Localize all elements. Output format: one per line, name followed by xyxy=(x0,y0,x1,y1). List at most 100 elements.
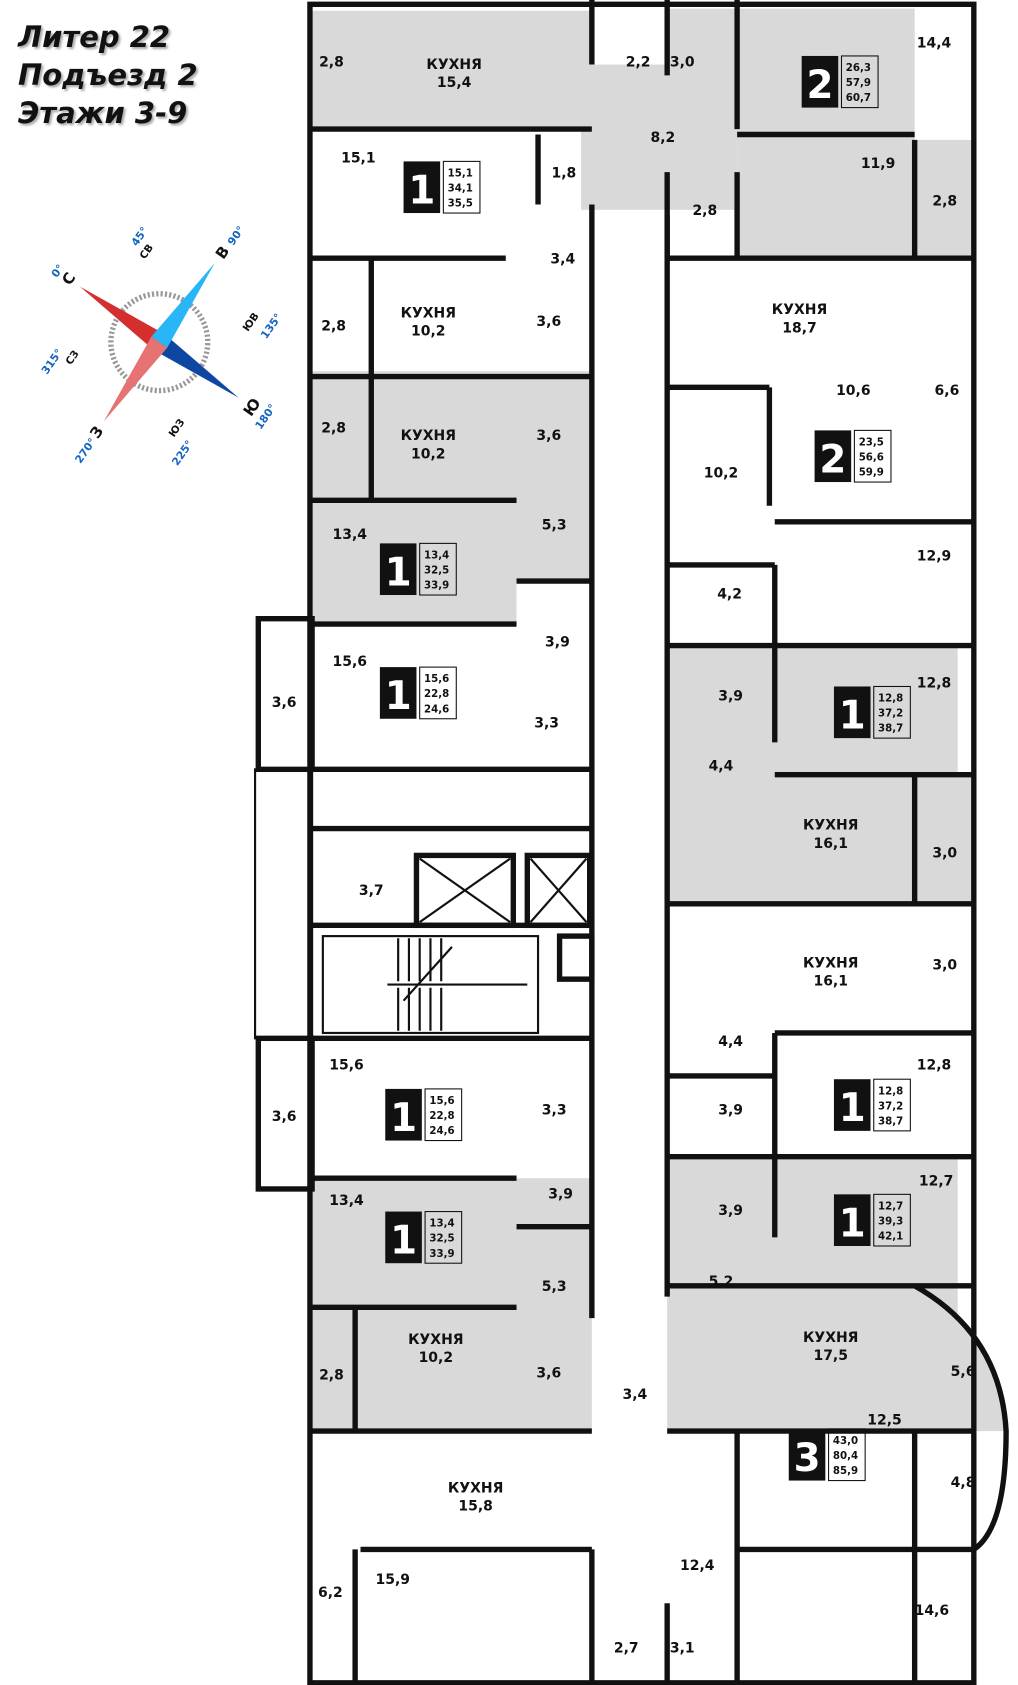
total-area-with-balcony: 38,7 xyxy=(878,724,903,735)
room-count-box xyxy=(833,686,871,739)
room-count: 1 xyxy=(839,1201,866,1246)
room-name: КУХНЯ xyxy=(408,1332,463,1348)
room-area: 3,9 xyxy=(718,688,743,704)
room-area: 4,4 xyxy=(709,758,734,774)
compass-deg-315: 315° xyxy=(39,347,66,377)
room-area: 2,8 xyxy=(319,1367,344,1383)
apartment-badge: 1 15,6 22,8 24,6 xyxy=(385,1088,463,1142)
room-area: 15,4 xyxy=(437,75,472,91)
room-count-box xyxy=(379,667,417,719)
compass-needle-south xyxy=(153,334,239,398)
area-box xyxy=(840,55,879,109)
room-area: 17,5 xyxy=(813,1348,847,1364)
room-area: 6,2 xyxy=(318,1585,343,1601)
room-area: 3,9 xyxy=(718,1203,743,1219)
area-box xyxy=(419,666,457,720)
apartment-badge: 1 13,4 32,5 33,9 xyxy=(379,542,457,596)
total-area: 56,6 xyxy=(859,453,884,464)
building-label: Литер 22 xyxy=(18,20,171,54)
area-box xyxy=(424,1088,463,1142)
room-area: 3,6 xyxy=(272,695,297,711)
apartment-badges: 2 26,3 57,9 60,7 1 15,1 34,1 35,5 2 23,5… xyxy=(379,55,911,1482)
room-name: КУХНЯ xyxy=(803,955,858,971)
room-area: 3,0 xyxy=(932,846,957,862)
room-area: 3,4 xyxy=(623,1387,648,1403)
room-area: 15,8 xyxy=(458,1499,492,1515)
total-area: 32,5 xyxy=(424,566,449,577)
room-area: 4,8 xyxy=(951,1475,976,1491)
area-box xyxy=(424,1211,463,1264)
apartment-badge: 1 12,7 39,3 42,1 xyxy=(833,1193,911,1247)
room-area: 16,1 xyxy=(813,836,847,852)
total-area: 57,9 xyxy=(846,78,871,89)
room-name: КУХНЯ xyxy=(803,1330,858,1346)
room-area: 3,3 xyxy=(534,715,559,731)
apartment-badge: 2 26,3 57,9 60,7 xyxy=(801,55,879,109)
room-area: 2,8 xyxy=(692,203,717,219)
room-count-box xyxy=(788,1428,826,1481)
room-area: 12,8 xyxy=(917,676,951,692)
room-count-box xyxy=(385,1088,422,1141)
room-count: 1 xyxy=(839,1086,866,1131)
apartment-badge: 1 15,6 22,8 24,6 xyxy=(379,666,457,720)
room-area: 11,9 xyxy=(861,156,895,172)
room-area: 2,8 xyxy=(319,55,344,71)
room-area: 3,0 xyxy=(670,55,695,71)
room-area: 12,5 xyxy=(867,1413,901,1429)
room-area: 10,2 xyxy=(704,466,738,482)
living-area: 12,8 xyxy=(878,694,903,705)
apartment-badge: 3 43,0 80,4 85,9 xyxy=(788,1428,866,1482)
room-area: 13,4 xyxy=(333,527,368,543)
room-area: 18,7 xyxy=(782,320,816,336)
apartment-badge: 1 12,8 37,2 38,7 xyxy=(833,1078,911,1132)
compass-deg-135: 135° xyxy=(258,311,285,341)
living-area: 15,1 xyxy=(448,168,473,179)
room-area: 3,7 xyxy=(359,883,384,899)
room-area: 10,2 xyxy=(411,446,445,462)
room-area: 2,8 xyxy=(321,318,346,334)
room-area: 10,2 xyxy=(419,1350,453,1366)
room-count: 3 xyxy=(794,1436,821,1481)
room-count: 2 xyxy=(819,437,846,482)
room-name: КУХНЯ xyxy=(772,302,827,318)
total-area: 80,4 xyxy=(833,1451,858,1462)
room-area: 3,9 xyxy=(718,1103,743,1119)
compass-deg-225: 225° xyxy=(169,438,196,468)
room-count-box xyxy=(385,1211,422,1264)
total-area: 32,5 xyxy=(429,1234,454,1245)
living-area: 13,4 xyxy=(429,1219,454,1230)
room-area: 3,9 xyxy=(548,1187,573,1203)
living-area: 15,6 xyxy=(424,674,449,685)
room-area: 12,9 xyxy=(917,549,951,565)
room-count: 1 xyxy=(385,674,412,719)
total-area-with-balcony: 42,1 xyxy=(878,1232,903,1243)
area-box xyxy=(442,160,481,214)
total-area-with-balcony: 60,7 xyxy=(846,93,871,104)
room-count: 1 xyxy=(839,693,866,738)
compass-label-e: В xyxy=(212,243,233,263)
apartment-badge: 1 15,1 34,1 35,5 xyxy=(403,160,481,214)
room-area: 3,9 xyxy=(545,635,570,651)
gray-rooms xyxy=(312,8,1007,1432)
staircase xyxy=(321,933,595,1035)
plan-title: Литер 22 Подъезд 2 Этажи 3-9 xyxy=(18,18,198,132)
room-count-box xyxy=(833,1194,871,1246)
room-count: 1 xyxy=(385,550,412,595)
compass-deg-0: 0° xyxy=(49,262,67,280)
total-area-with-balcony: 24,6 xyxy=(424,704,449,715)
area-box xyxy=(853,429,892,483)
room-area: 15,9 xyxy=(376,1572,410,1588)
area-box xyxy=(828,1428,866,1482)
total-area: 22,8 xyxy=(424,689,449,700)
room-name: КУХНЯ xyxy=(426,57,481,73)
room-area: 15,6 xyxy=(329,1058,363,1074)
room-area: 14,6 xyxy=(915,1603,949,1619)
apartment-badge: 1 13,4 32,5 33,9 xyxy=(385,1211,463,1264)
living-area: 13,4 xyxy=(424,550,449,561)
room-area: 2,8 xyxy=(932,194,957,210)
total-area-with-balcony: 33,9 xyxy=(429,1249,454,1260)
room-area: 3,4 xyxy=(550,252,575,268)
compass-needle-north xyxy=(79,286,165,351)
